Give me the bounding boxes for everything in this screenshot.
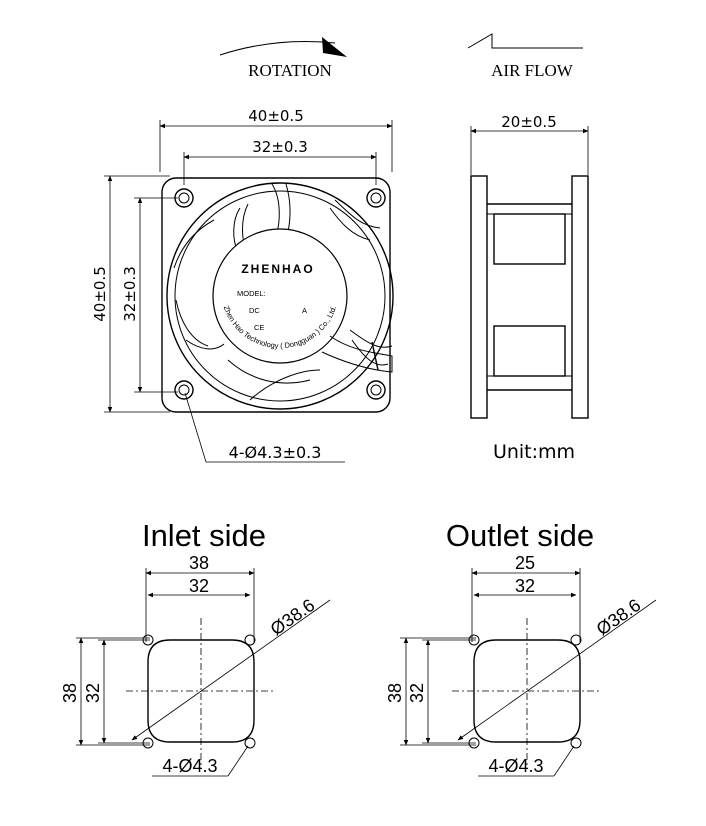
- inlet-hole-bl: [142, 737, 154, 749]
- mount-hole-tl: [174, 188, 194, 208]
- side-thickness-dim: 20±0.5: [501, 113, 557, 131]
- fan-cable: [321, 335, 393, 373]
- inlet-diameter: Ø38.6: [267, 595, 319, 640]
- hub-model: MODEL:: [237, 289, 266, 298]
- unit-label: Unit:mm: [493, 441, 575, 463]
- inlet-inner-height: 32: [83, 683, 103, 703]
- airflow-indicator: AIR FLOW: [467, 33, 583, 80]
- outlet-inner-width: 32: [515, 576, 535, 596]
- front-view: 40±0.5 32±0.3 40±0.5 32±0.3: [91, 107, 394, 463]
- inlet-outer-height: 38: [60, 683, 80, 703]
- fan-blades: [173, 183, 393, 401]
- inlet-outer-width: 38: [189, 553, 209, 573]
- hub-brand: ZHENHAO: [241, 262, 314, 276]
- outlet-hole-bl: [468, 737, 480, 749]
- rotation-arrow-icon: [322, 37, 347, 57]
- side-view: 20±0.5 Unit:mm: [470, 113, 589, 463]
- outlet-cutout: Outlet side 25 32 38 32 Ø38.6 4-Ø4.3: [385, 518, 657, 777]
- outlet-hole-tr: [570, 634, 582, 646]
- outlet-inner-height: 32: [407, 683, 427, 703]
- fan-frame: [161, 177, 391, 413]
- front-width-dim: 40±0.5: [248, 107, 304, 125]
- inlet-hole-br: [244, 737, 256, 749]
- outlet-outer-width: 25: [515, 553, 535, 573]
- outlet-diameter: Ø38.6: [593, 595, 645, 640]
- fan-hub: [212, 228, 348, 364]
- front-hole-pitch-v: 32±0.3: [121, 266, 139, 322]
- mount-hole-bl: [174, 380, 194, 400]
- rotation-indicator: ROTATION: [219, 37, 347, 80]
- airflow-label: AIR FLOW: [491, 61, 574, 80]
- outlet-hole-br: [570, 737, 582, 749]
- rotation-label: ROTATION: [248, 61, 332, 80]
- hub-a: A: [302, 306, 307, 315]
- mount-hole-br: [366, 380, 386, 400]
- front-holes-label: 4-Ø4.3±0.3: [229, 443, 322, 462]
- inlet-title: Inlet side: [142, 518, 266, 553]
- outlet-holes: 4-Ø4.3: [488, 756, 543, 776]
- inlet-hole-tr: [244, 634, 256, 646]
- front-height-dim: 40±0.5: [91, 266, 109, 322]
- hub-dc: DC: [249, 306, 260, 315]
- front-hole-pitch-h: 32±0.3: [252, 138, 308, 156]
- outlet-outer-height: 38: [385, 683, 405, 703]
- fan-bore: [166, 182, 394, 410]
- inlet-cutout: Inlet side 38 32 38 32 Ø38.6 4-Ø4.3: [60, 518, 331, 777]
- outlet-hole-tl: [468, 634, 480, 646]
- inlet-holes: 4-Ø4.3: [162, 756, 217, 776]
- inlet-hole-tl: [142, 634, 154, 646]
- hub-ce: CE: [254, 323, 264, 332]
- inlet-inner-width: 32: [189, 576, 209, 596]
- outlet-title: Outlet side: [446, 518, 594, 553]
- mount-hole-tr: [366, 188, 386, 208]
